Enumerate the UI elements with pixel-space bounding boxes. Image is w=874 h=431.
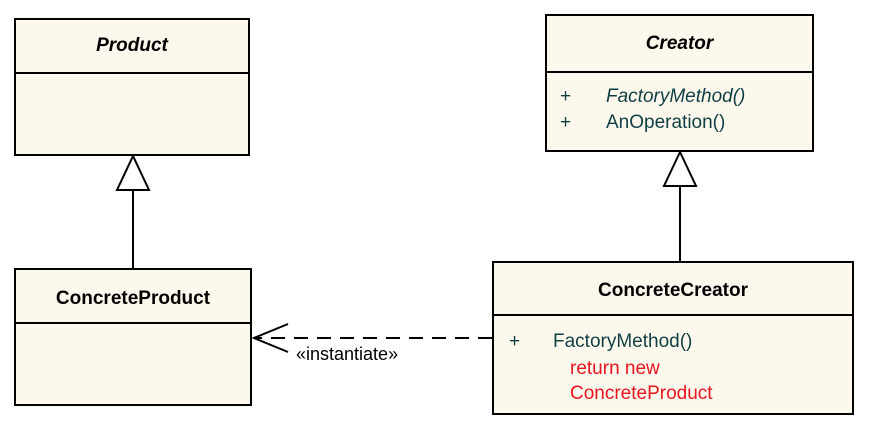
- visibility-public: +: [560, 112, 572, 133]
- class-product[interactable]: Product: [14, 18, 250, 156]
- visibility-public: +: [560, 86, 572, 107]
- code-line-concrete-product: ConcreteProduct: [570, 383, 713, 404]
- class-divider-creator: [547, 71, 812, 73]
- operation-name: FactoryMethod(): [606, 86, 746, 107]
- code-line-return-new: return new: [570, 358, 660, 379]
- visibility-public: +: [509, 331, 521, 352]
- operation-name: AnOperation(): [606, 112, 726, 133]
- generalization-arrowhead-creator: [662, 149, 698, 187]
- generalization-arrowhead-product: [115, 153, 151, 191]
- class-divider-concrete-creator: [494, 314, 852, 316]
- class-name-concrete-product: ConcreteProduct: [55, 288, 211, 309]
- class-name-creator: Creator: [645, 33, 714, 54]
- class-creator[interactable]: Creator + FactoryMethod() + AnOperation(…: [545, 14, 814, 152]
- dependency-arrowhead: [251, 323, 289, 353]
- class-concrete-creator[interactable]: ConcreteCreator + FactoryMethod() return…: [492, 261, 854, 415]
- dependency-stereotype-label: «instantiate»: [296, 344, 399, 364]
- class-divider-product: [16, 72, 248, 74]
- class-name-concrete-creator: ConcreteCreator: [598, 280, 748, 301]
- class-name-product: Product: [96, 35, 168, 56]
- class-concrete-product[interactable]: ConcreteProduct: [14, 268, 252, 406]
- operation-name: FactoryMethod(): [553, 331, 693, 352]
- class-divider-concrete-product: [16, 322, 250, 324]
